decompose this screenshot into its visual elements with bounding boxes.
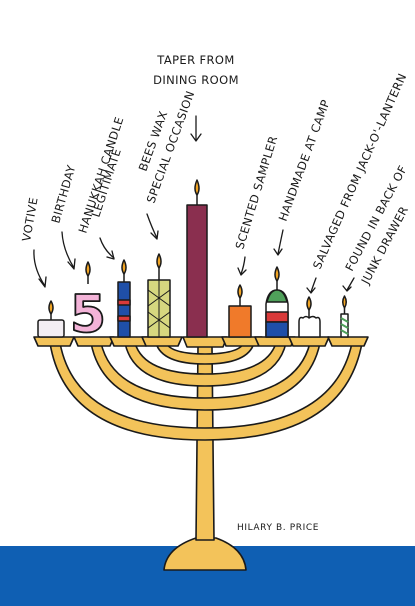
beeswax-candle: [147, 253, 171, 338]
flame-icon: [194, 179, 200, 196]
flame-icon: [306, 296, 312, 311]
menorah: [33, 336, 369, 571]
arrow-special: [146, 213, 159, 240]
flame-icon: [85, 261, 91, 277]
label-votive: VOTIVE: [19, 196, 41, 242]
flame-icon: [274, 266, 280, 282]
flame-icon: [48, 300, 54, 315]
cup-1: [33, 336, 75, 347]
junk-drawer-candle: [340, 295, 349, 338]
cup-8: [327, 336, 369, 347]
cup-2: [73, 336, 115, 347]
arrow-hanukkah: [99, 237, 115, 260]
label-taper-line2: DINING ROOM: [153, 73, 239, 87]
flame-icon: [342, 295, 347, 309]
label-taper-line1: TAPER FROM: [156, 53, 234, 67]
scented-candle: [228, 284, 252, 338]
artist-signature: HILARY B. PRICE: [237, 523, 319, 533]
arrow-salvaged: [306, 277, 317, 294]
arrow-scented: [237, 256, 247, 276]
salvaged-candle: [298, 296, 321, 338]
cup-shamash: [182, 336, 228, 348]
flame-icon: [121, 259, 127, 275]
arrow-votive: [33, 249, 47, 288]
cup-7: [288, 336, 330, 347]
flame-icon: [237, 284, 243, 299]
label-scented: SCENTED SAMPLER: [232, 134, 280, 251]
flame-icon: [156, 253, 162, 269]
arrows: [33, 115, 355, 294]
hanukkah-candle: [117, 259, 131, 338]
menorah-base: [163, 537, 247, 571]
label-birthday: BIRTHDAY: [48, 163, 78, 225]
arrow-handmade: [273, 229, 284, 256]
birthday-number: 5: [70, 285, 106, 345]
arrow-junk: [342, 277, 355, 292]
birthday-candle: 5: [69, 261, 107, 346]
votive-candle: [37, 300, 65, 338]
handmade-candle: [265, 266, 289, 338]
label-handmade: HANDMADE AT CAMP: [276, 98, 333, 223]
arrow-birthday: [61, 231, 76, 270]
cup-4: [141, 336, 183, 347]
taper-candle: [186, 179, 208, 338]
arrow-taper: [190, 115, 202, 142]
